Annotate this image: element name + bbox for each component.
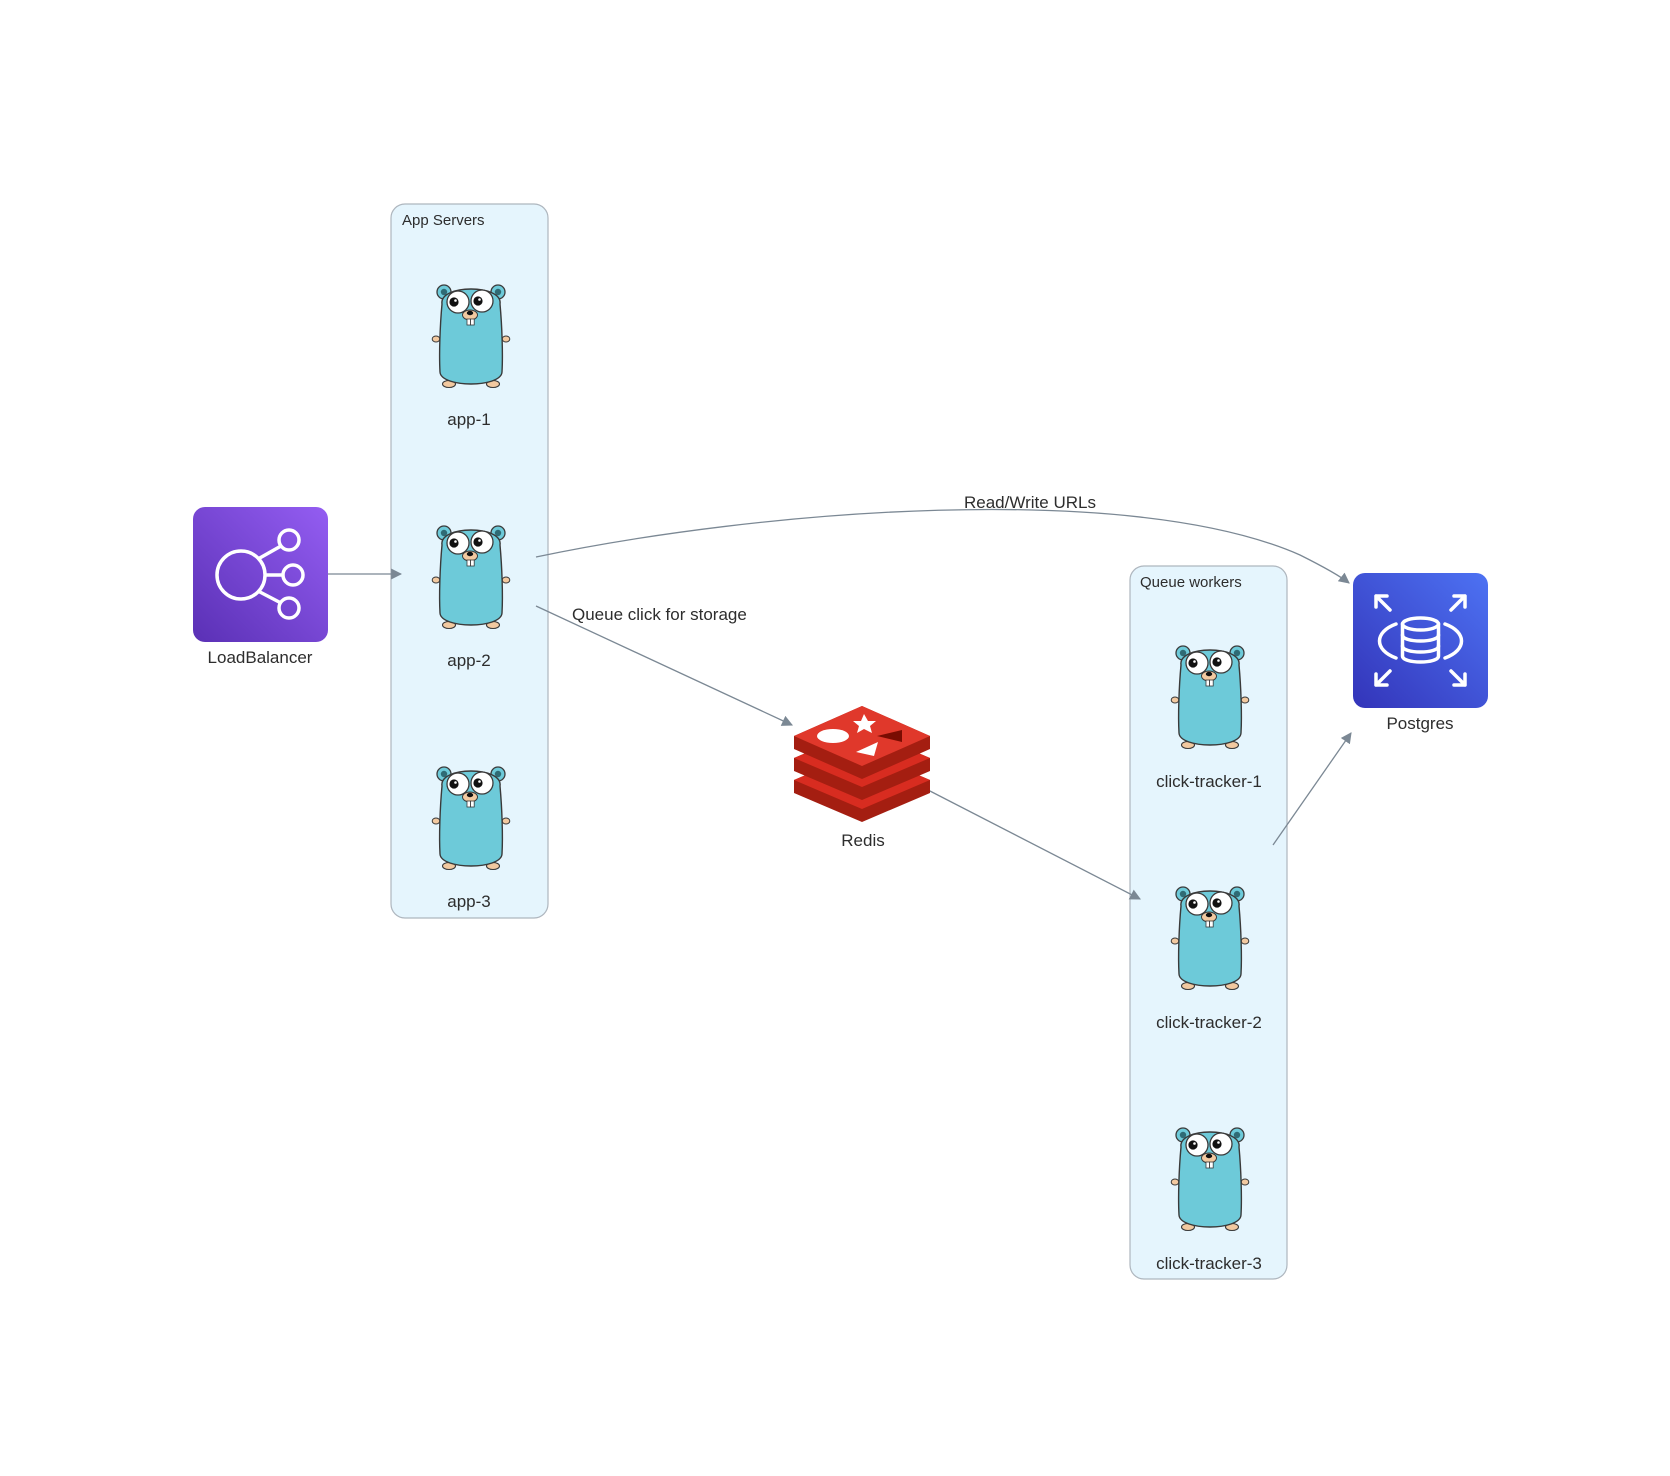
edge-app-to-redis: Queue click for storage [535,605,793,726]
node-loadbalancer[interactable]: LoadBalancer [193,507,328,667]
node-loadbalancer-label: LoadBalancer [208,648,313,667]
node-click-tracker-1[interactable]: click-tracker-1 [1156,645,1262,791]
node-app-1-label: app-1 [447,410,490,429]
node-click-tracker-3[interactable]: click-tracker-3 [1156,1127,1262,1273]
cluster-app-servers-label: App Servers [402,212,485,229]
node-click-tracker-1-label: click-tracker-1 [1156,772,1262,791]
go-gopher-icon [1170,886,1250,991]
edge-tracker-to-postgres [1272,732,1352,846]
load-balancer-glyph [215,528,305,620]
edge-redis-to-tracker [927,789,1141,900]
node-app-3[interactable]: app-3 [431,766,511,911]
edge-label-queue-click: Queue click for storage [572,605,747,624]
cluster-queue-workers-label: Queue workers [1140,574,1242,591]
redis-icon [794,706,930,822]
node-postgres-label: Postgres [1386,714,1453,733]
go-gopher-icon [1170,1127,1250,1232]
node-app-2-label: app-2 [447,651,490,670]
go-gopher-icon [431,525,511,630]
node-click-tracker-2-label: click-tracker-2 [1156,1013,1262,1032]
load-balancer-icon [193,507,328,642]
go-gopher-icon [431,284,511,389]
node-postgres[interactable]: Postgres [1353,573,1488,733]
node-app-1[interactable]: app-1 [431,284,511,429]
node-app-3-label: app-3 [447,892,490,911]
edge-label-read-write: Read/Write URLs [964,493,1096,512]
node-redis[interactable]: Redis [794,706,930,850]
go-gopher-icon [431,766,511,871]
rds-database-glyph [1374,594,1467,687]
node-click-tracker-3-label: click-tracker-3 [1156,1254,1262,1273]
edge-app-to-postgres: Read/Write URLs [535,493,1350,584]
node-click-tracker-2[interactable]: click-tracker-2 [1156,886,1262,1032]
node-redis-label: Redis [841,831,884,850]
go-gopher-icon [1170,645,1250,750]
node-app-2[interactable]: app-2 [431,525,511,670]
